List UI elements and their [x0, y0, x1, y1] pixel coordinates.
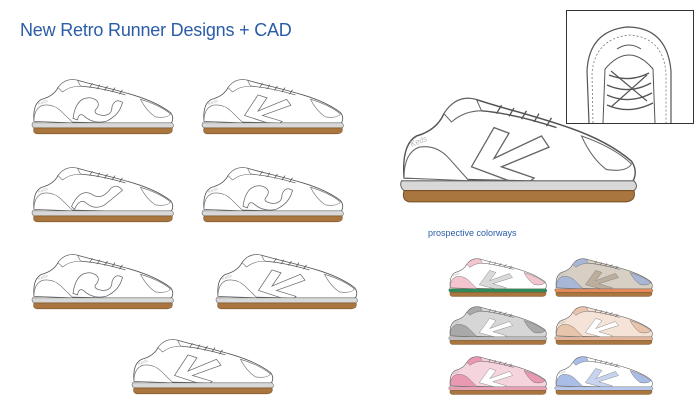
svg-text:Keds: Keds [452, 271, 460, 277]
shoe-sketch: Keds [28, 70, 178, 136]
svg-text:Keds: Keds [207, 98, 219, 106]
colorway-shoe: Keds [446, 350, 550, 396]
featured-shoe-sketch: Keds [394, 80, 644, 206]
svg-text:Keds: Keds [558, 319, 566, 325]
svg-text:Keds: Keds [558, 369, 566, 375]
svg-text:Keds: Keds [452, 369, 460, 375]
colorway-shoe: Keds [552, 350, 656, 396]
shoe-sketch: Keds [198, 158, 348, 224]
shoe-sketch: Keds [198, 70, 348, 136]
colorways-heading: prospective colorways [428, 228, 517, 238]
svg-text:Keds: Keds [452, 319, 460, 325]
shoe-sketch: Keds [128, 330, 278, 396]
svg-text:Keds: Keds [207, 186, 219, 194]
svg-text:Keds: Keds [37, 273, 49, 281]
page-title: New Retro Runner Designs + CAD [20, 20, 292, 40]
colorway-shoe: Keds [446, 252, 550, 298]
shoe-sketch: Keds [212, 245, 362, 311]
colorway-shoe: Keds [552, 252, 656, 298]
colorway-shoe: Keds [552, 300, 656, 346]
svg-text:Keds: Keds [558, 271, 566, 277]
shoe-sketch: Keds [28, 245, 178, 311]
colorway-shoe: Keds [446, 300, 550, 346]
laces-detail-drawing [566, 10, 694, 124]
svg-text:Keds: Keds [37, 186, 49, 194]
svg-text:Keds: Keds [137, 358, 149, 366]
shoe-sketch: Keds [28, 158, 178, 224]
svg-text:Keds: Keds [221, 273, 233, 281]
svg-text:Keds: Keds [37, 98, 49, 106]
